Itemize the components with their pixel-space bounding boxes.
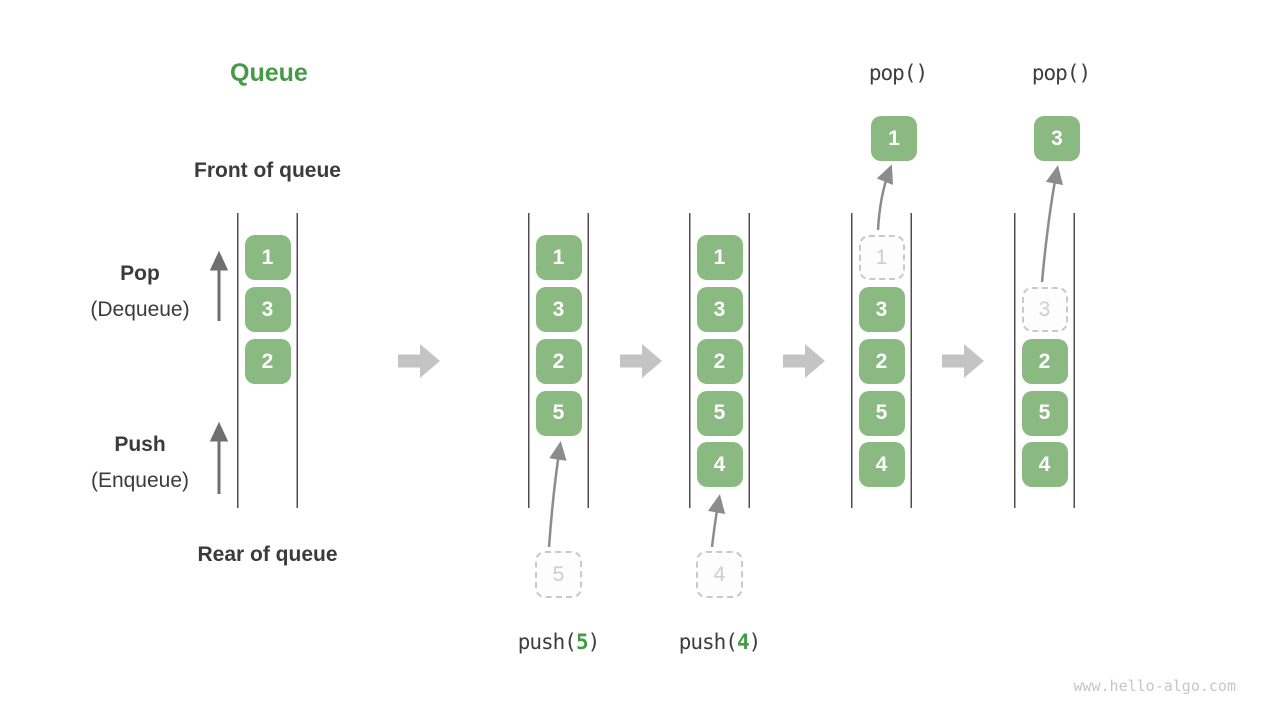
dequeue-label: (Dequeue) — [90, 298, 190, 321]
queue-item: 1 — [535, 235, 582, 280]
queue-item: 4 — [696, 442, 743, 487]
queue-item: 5 — [535, 390, 582, 436]
queue-item-ghost: 3 — [1021, 287, 1068, 332]
popped-item: 1 — [871, 116, 917, 161]
queue-item: 2 — [535, 339, 582, 384]
incoming-item-ghost: 5 — [535, 551, 582, 598]
queue-item: 2 — [1021, 339, 1068, 384]
queue-item: 5 — [858, 390, 905, 436]
queue-item: 3 — [858, 287, 905, 332]
pop-operation-label: pop() — [868, 61, 928, 85]
watermark: www.hello-algo.com — [1073, 677, 1236, 695]
push-label: Push — [114, 433, 166, 456]
queue-item: 3 — [535, 287, 582, 332]
queue-item: 5 — [696, 390, 743, 436]
queue-item: 3 — [244, 287, 291, 332]
pop-arrow-state4 — [876, 164, 894, 231]
rear-of-queue-label: Rear of queue — [197, 543, 338, 566]
push-arrow-state2 — [547, 441, 567, 548]
front-of-queue-label: Front of queue — [194, 159, 341, 182]
queue-item: 3 — [696, 287, 743, 332]
queue-item: 1 — [696, 235, 743, 280]
queue-item: 2 — [858, 339, 905, 384]
state-transition-arrow-4 — [942, 344, 984, 378]
pop-operation-label: pop() — [1031, 61, 1091, 85]
queue-item: 4 — [858, 442, 905, 487]
page-title: Queue — [230, 59, 308, 87]
state-transition-arrow-2 — [620, 344, 662, 378]
push-operation-label: push(5) — [517, 630, 601, 654]
pop-arrow-state5 — [1040, 165, 1064, 283]
push-operation-label: push(4) — [678, 630, 762, 654]
pop-side-label: Pop (Dequeue) — [60, 256, 220, 328]
state-transition-arrow-3 — [783, 344, 825, 378]
enqueue-label: (Enqueue) — [90, 469, 190, 492]
queue-item: 4 — [1021, 442, 1068, 487]
push-arrow-state3 — [707, 494, 726, 548]
popped-item: 3 — [1034, 116, 1080, 161]
pop-label: Pop — [120, 262, 160, 285]
queue-item: 5 — [1021, 390, 1068, 436]
queue-item: 2 — [696, 339, 743, 384]
queue-item: 1 — [244, 235, 291, 280]
incoming-item-ghost: 4 — [696, 551, 743, 598]
queue-item-ghost: 1 — [858, 235, 905, 280]
push-side-label: Push (Enqueue) — [60, 427, 220, 499]
queue-item: 2 — [244, 339, 291, 384]
state-transition-arrow-1 — [398, 344, 440, 378]
queue-column-rails — [237, 213, 1075, 508]
